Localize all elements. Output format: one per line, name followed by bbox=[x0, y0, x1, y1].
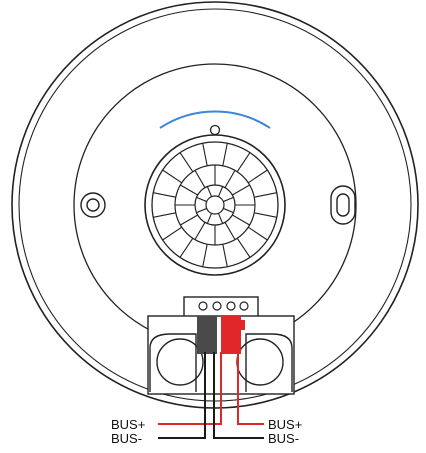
lens-segment-line bbox=[153, 192, 176, 198]
lens-segment-line bbox=[236, 152, 251, 173]
lens-segment-line bbox=[179, 237, 194, 258]
wire-left-bus-plus bbox=[158, 352, 222, 425]
lens-segment-line bbox=[247, 226, 268, 241]
wire-left-bus-minus bbox=[158, 352, 206, 439]
lens-segment-line bbox=[194, 222, 206, 240]
lens-segment-line bbox=[222, 143, 228, 166]
lens-segment-line bbox=[206, 213, 213, 224]
connector-pins bbox=[198, 301, 249, 311]
lens-segment-line bbox=[232, 214, 250, 226]
lens-segment-line bbox=[162, 226, 183, 241]
lens-segment-line bbox=[153, 212, 176, 218]
label-left-bus-minus: BUS- bbox=[111, 431, 142, 446]
lens-segment-line bbox=[206, 186, 213, 197]
connector-red-tab bbox=[233, 320, 245, 330]
lens-segment-line bbox=[196, 196, 207, 203]
lens-segment-line bbox=[236, 237, 251, 258]
lens-segment-line bbox=[217, 186, 224, 197]
label-right-bus-plus: BUS+ bbox=[268, 417, 302, 432]
wire-right-bus-plus bbox=[237, 352, 264, 425]
lens-segment-line bbox=[254, 192, 277, 198]
lens-segment-line bbox=[217, 213, 224, 224]
wire-right-bus-minus bbox=[213, 352, 264, 439]
terminal-screw-left bbox=[156, 338, 204, 386]
lens-segment-line bbox=[224, 222, 236, 240]
connector-black bbox=[197, 316, 217, 354]
indicator-led bbox=[209, 124, 221, 136]
lens-segment-line bbox=[162, 169, 183, 184]
lens-segment-line bbox=[223, 196, 234, 203]
lens-segment-line bbox=[180, 184, 198, 196]
lens-segment-line bbox=[247, 169, 268, 184]
lens-segment-line bbox=[223, 207, 234, 214]
screw-hole-icon bbox=[80, 192, 106, 218]
lens-segment-line bbox=[179, 152, 194, 173]
lens-segment-line bbox=[202, 244, 208, 267]
lens-segment-line bbox=[202, 143, 208, 166]
lens-segment-line bbox=[194, 170, 206, 188]
lens-segment-line bbox=[254, 212, 277, 218]
label-right-bus-minus: BUS- bbox=[268, 431, 299, 446]
lens-segment-line bbox=[224, 170, 236, 188]
accent-arc bbox=[159, 110, 271, 129]
lens-segment-line bbox=[196, 207, 207, 214]
lens-segment-line bbox=[232, 184, 250, 196]
label-left-bus-plus: BUS+ bbox=[111, 417, 145, 432]
slot-hole-icon bbox=[330, 185, 356, 225]
pir-fresnel-lens-icon bbox=[144, 134, 286, 276]
lens-segment-line bbox=[222, 244, 228, 267]
lens-segment-line bbox=[180, 214, 198, 226]
